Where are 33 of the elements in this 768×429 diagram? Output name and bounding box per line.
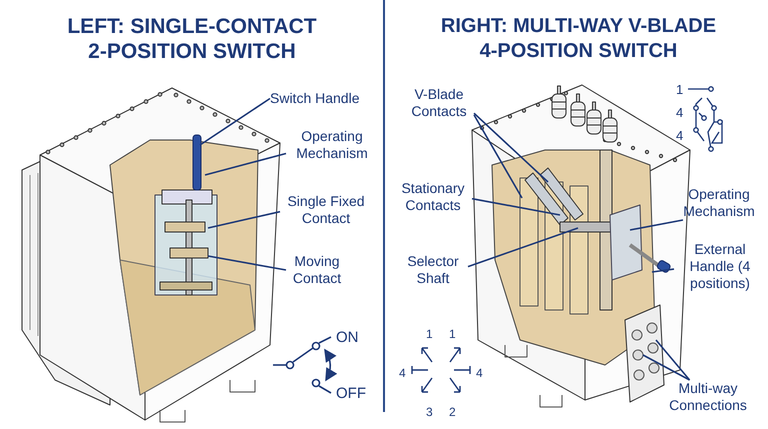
panel-title: LEFT: SINGLE-CONTACT 2-POSITION SWITCH [66,14,318,64]
leader-line [473,112,549,183]
leader-line [472,198,560,216]
callout-label: Single Fixed Contact [286,193,366,227]
position-number: 4 [399,365,406,382]
callout-label: V-Blade Contacts [410,86,468,120]
leader-line [200,98,270,146]
callout-label: Stationary Contacts [400,180,466,214]
position-number: 1 [426,326,433,343]
position-number: 1 [449,326,456,343]
position-number: 2 [449,404,456,421]
position-number: 4 [676,127,684,145]
position-number: 3 [426,404,433,421]
switch-state-label: ON [336,328,358,348]
leader-line [208,255,286,271]
position-number: 4 [676,104,684,122]
panel-title: RIGHT: MULTI-WAY V-BLADE 4-POSITION SWITCH [440,14,718,64]
leader-line [208,210,280,229]
callout-label: Moving Contact [292,253,342,287]
callout-label: Operating Mechanism [295,128,369,162]
leader-line [630,219,684,231]
callout-label: Multi-way Connections [668,380,748,414]
leader-line [655,339,690,381]
leader-line [468,227,578,268]
position-number: 1 [676,81,684,99]
leader-line [473,114,523,198]
leader-line [652,268,674,273]
callout-label: External Handle (4 positions) [688,241,752,292]
switch-state-label: OFF [336,384,366,404]
leader-line [642,354,690,381]
position-number: 4 [476,365,483,382]
callout-label: Selector Shaft [406,253,460,287]
callout-label: Switch Handle [270,90,360,107]
